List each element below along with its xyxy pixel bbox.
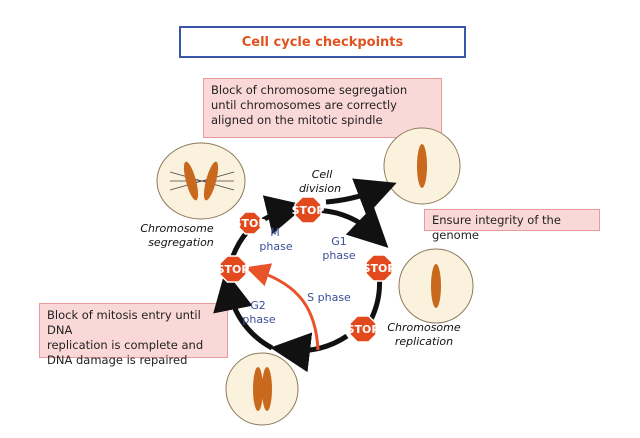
cell-metaphase — [156, 142, 246, 220]
cell-g1 — [383, 127, 461, 205]
stop-label: STOP — [234, 217, 267, 230]
label-g1-phase-1: G1 — [331, 235, 347, 248]
diagram-title: Cell cycle checkpoints — [241, 34, 404, 50]
stop-sign-m: STOP — [234, 211, 267, 235]
label-cell-division-1: Cell — [312, 168, 333, 181]
note-line: until chromosomes are correctly — [211, 98, 397, 112]
chromosome-icon — [253, 367, 263, 411]
note-line: aligned on the mitotic spindle — [211, 113, 383, 127]
cell-g2 — [225, 352, 299, 426]
stop-sign-division: STOP — [292, 196, 325, 224]
chromosome-icon — [417, 144, 427, 188]
label-m-phase-2: phase — [259, 240, 292, 253]
note-line: replication is complete and — [47, 338, 204, 352]
label-chromosome-replication-1: Chromosome — [387, 321, 461, 334]
stop-label: STOP — [217, 263, 250, 276]
label-cell-division-2: division — [299, 182, 341, 195]
note-spindle-checkpoint: Block of chromosome segregation until ch… — [203, 78, 442, 138]
division-exit-arrow — [325, 178, 397, 216]
stop-sign-g2: STOP — [217, 255, 250, 283]
label-chromosome-replication-2: replication — [395, 335, 453, 348]
title-box: Cell cycle checkpoints — [179, 26, 466, 58]
cell-s — [398, 248, 474, 324]
stop-label: STOP — [347, 323, 380, 336]
label-s-phase: S phase — [307, 291, 351, 304]
stop-label: STOP — [363, 262, 396, 275]
label-chromosome-segregation-2: segregation — [148, 236, 214, 249]
chromosome-icon — [183, 161, 199, 201]
chromosome-icon — [262, 367, 272, 411]
note-line: Block of chromosome segregation — [211, 83, 408, 97]
label-chromosome-segregation-1: Chromosome — [140, 222, 214, 235]
label-m-phase-1: M — [270, 226, 280, 239]
stop-sign-g1: STOP — [363, 254, 396, 282]
label-g1-phase-2: phase — [322, 249, 355, 262]
checkpoint-arrow — [245, 263, 320, 351]
label-g2-phase-2: phase — [242, 313, 275, 326]
label-g2-phase-1: G2 — [250, 299, 266, 312]
stop-sign-s: STOP — [347, 315, 380, 343]
stop-label: STOP — [292, 204, 325, 217]
note-g2-checkpoint: Block of mitosis entry until DNA replica… — [39, 303, 228, 367]
chromosome-icon — [203, 161, 219, 201]
note-genome-integrity: Ensure integrity of the genome — [424, 209, 600, 242]
note-line: DNA damage is repaired — [47, 353, 188, 367]
note-line: Block of mitosis entry until DNA — [47, 308, 201, 337]
note-line: Ensure integrity of the genome — [432, 213, 561, 242]
chromosome-icon — [431, 264, 441, 308]
